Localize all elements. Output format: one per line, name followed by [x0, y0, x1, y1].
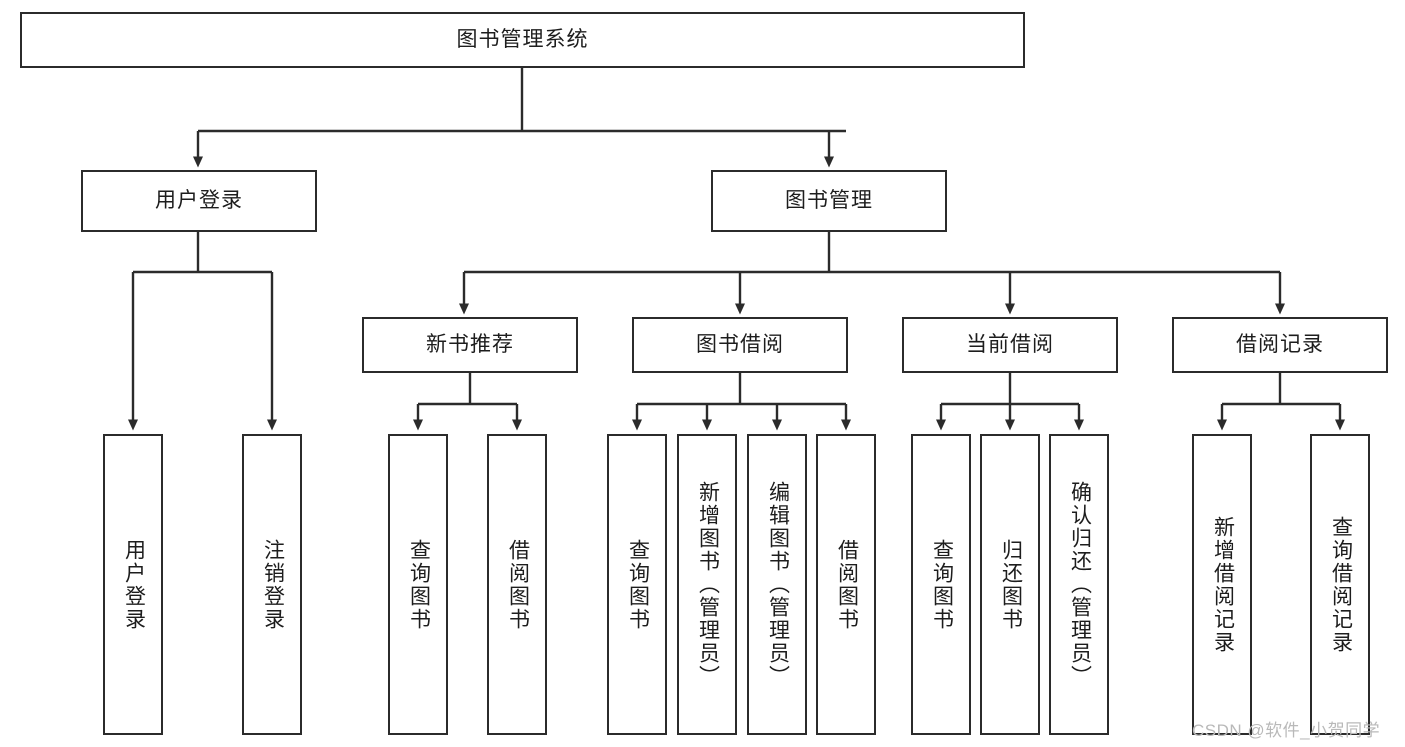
node-label: 当前借阅 — [966, 332, 1054, 356]
node-label: 借阅图书 — [506, 538, 530, 631]
node-borrow-record[interactable]: 借阅记录 — [1172, 317, 1388, 373]
leaf-recommend-borrow-book[interactable]: 借阅图书 — [487, 434, 547, 735]
node-book-management[interactable]: 图书管理 — [711, 170, 947, 232]
node-label: 借阅图书 — [835, 538, 859, 631]
leaf-record-query-record[interactable]: 查询借阅记录 — [1310, 434, 1370, 735]
leaf-borrow-borrow-book[interactable]: 借阅图书 — [816, 434, 876, 735]
node-book-borrow[interactable]: 图书借阅 — [632, 317, 848, 373]
leaf-borrow-add-book[interactable]: 新增图书（管理员） — [677, 434, 737, 735]
node-label: 注销登录 — [261, 538, 285, 631]
node-new-book-recommend[interactable]: 新书推荐 — [362, 317, 578, 373]
node-label: 借阅记录 — [1236, 332, 1324, 356]
node-user-login[interactable]: 用户登录 — [81, 170, 317, 232]
node-label: 查询借阅记录 — [1329, 515, 1353, 654]
leaf-user-login-login[interactable]: 用户登录 — [103, 434, 163, 735]
node-label: 查询图书 — [407, 538, 431, 631]
leaf-current-return-book[interactable]: 归还图书 — [980, 434, 1040, 735]
leaf-borrow-edit-book[interactable]: 编辑图书（管理员） — [747, 434, 807, 735]
leaf-recommend-query-book[interactable]: 查询图书 — [388, 434, 448, 735]
node-label: 新增借阅记录 — [1211, 515, 1235, 654]
node-label: 新书推荐 — [426, 332, 514, 356]
node-label: 查询图书 — [930, 538, 954, 631]
node-root-system[interactable]: 图书管理系统 — [20, 12, 1025, 68]
node-label: 归还图书 — [999, 538, 1023, 631]
leaf-current-confirm-return[interactable]: 确认归还（管理员） — [1049, 434, 1109, 735]
node-label: 新增图书（管理员） — [696, 481, 720, 688]
leaf-record-add-record[interactable]: 新增借阅记录 — [1192, 434, 1252, 735]
watermark-text: CSDN @软件_小贺同学 — [1192, 721, 1381, 740]
node-label: 图书管理系统 — [456, 27, 589, 51]
node-label: 图书借阅 — [696, 332, 784, 356]
leaf-borrow-query-book[interactable]: 查询图书 — [607, 434, 667, 735]
node-label: 图书管理 — [785, 188, 873, 212]
node-label: 用户登录 — [155, 188, 243, 212]
node-current-borrow[interactable]: 当前借阅 — [902, 317, 1118, 373]
node-label: 用户登录 — [122, 538, 146, 631]
node-label: 确认归还（管理员） — [1068, 481, 1092, 688]
leaf-user-login-logout[interactable]: 注销登录 — [242, 434, 302, 735]
node-label: 编辑图书（管理员） — [766, 481, 790, 688]
node-label: 查询图书 — [626, 538, 650, 631]
leaf-current-query-book[interactable]: 查询图书 — [911, 434, 971, 735]
